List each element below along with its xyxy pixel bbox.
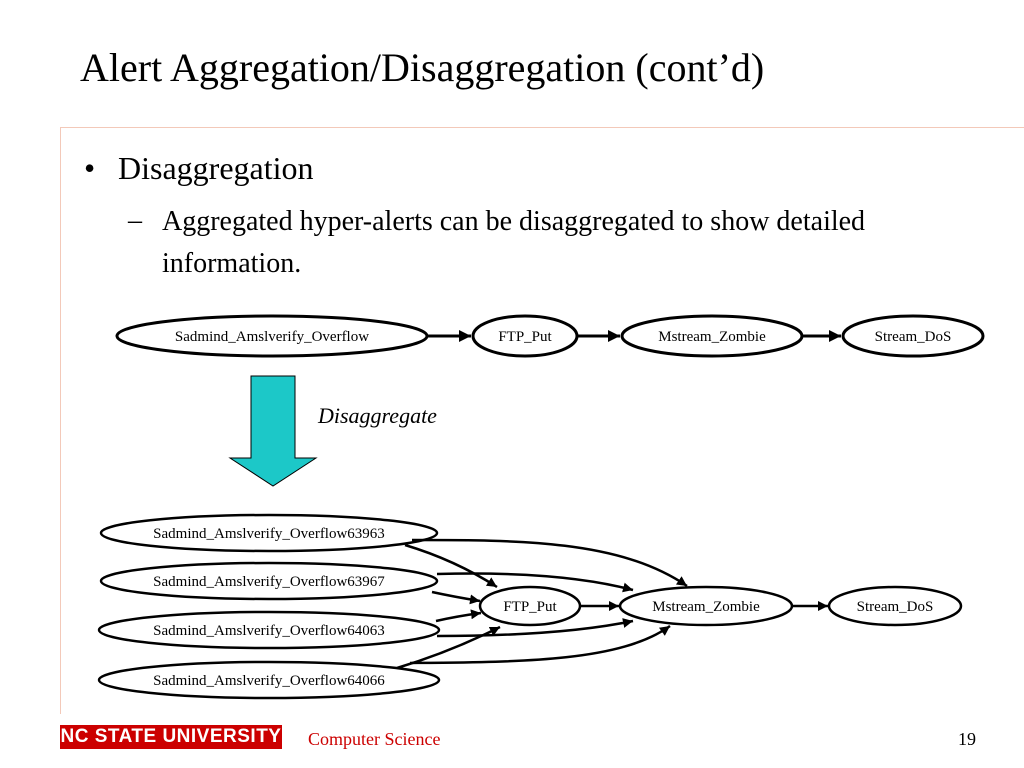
node-label: Stream_DoS bbox=[857, 599, 934, 615]
node-mstream-zombie: Mstream_Zombie bbox=[620, 314, 804, 358]
bullet-disaggregation: Disaggregation bbox=[118, 150, 314, 186]
edge-63967-ftp bbox=[431, 590, 481, 605]
sub-bullet-text: Aggregated hyper-alerts can be disaggreg… bbox=[162, 206, 866, 279]
title-divider bbox=[60, 127, 1024, 128]
node-sadmind: Sadmind_Amslverify_Overflow bbox=[115, 314, 429, 358]
disaggregated-graph: Sadmind_Amslverify_Overflow63963 Sadmind… bbox=[97, 513, 963, 700]
node-stream-dos: Stream_DoS bbox=[841, 314, 985, 358]
disaggregate-label: Disaggregate bbox=[317, 403, 437, 428]
nc-state-logo: NC STATE UNIVERSITY bbox=[60, 725, 282, 749]
aggregated-graph: Sadmind_Amslverify_Overflow FTP_Put Mstr… bbox=[115, 314, 985, 358]
edge-63963-ftp bbox=[404, 543, 498, 589]
page-number: 19 bbox=[958, 729, 976, 749]
node-label: Sadmind_Amslverify_Overflow63963 bbox=[153, 526, 385, 542]
left-rule bbox=[60, 128, 61, 714]
edge-63963-mstream bbox=[411, 538, 688, 588]
node-sadmind-64066: Sadmind_Amslverify_Overflow64066 bbox=[97, 660, 441, 700]
node-ftp-put: FTP_Put bbox=[471, 314, 579, 358]
node-label: Sadmind_Amslverify_Overflow64066 bbox=[153, 673, 385, 689]
node-label: Sadmind_Amslverify_Overflow bbox=[175, 329, 369, 345]
edge-64063-mstream bbox=[436, 618, 634, 638]
node-sadmind-64063: Sadmind_Amslverify_Overflow64063 bbox=[97, 610, 441, 650]
node-label: Mstream_Zombie bbox=[658, 329, 766, 345]
disaggregate-arrow bbox=[228, 375, 318, 487]
edge-64066-ftp bbox=[396, 625, 501, 670]
footer-department: Computer Science bbox=[308, 729, 441, 749]
node-mstream-zombie-detail: Mstream_Zombie bbox=[618, 585, 794, 627]
sub-bullet-marker: – bbox=[128, 205, 142, 236]
node-label: FTP_Put bbox=[503, 599, 557, 615]
node-stream-dos-detail: Stream_DoS bbox=[827, 585, 963, 627]
node-label: Mstream_Zombie bbox=[652, 599, 760, 615]
edge-64066-mstream bbox=[409, 624, 671, 665]
node-label: FTP_Put bbox=[498, 329, 552, 345]
node-sadmind-63963: Sadmind_Amslverify_Overflow63963 bbox=[99, 513, 439, 553]
node-sadmind-63967: Sadmind_Amslverify_Overflow63967 bbox=[99, 561, 439, 601]
slide-title: Alert Aggregation/Disaggregation (cont’d… bbox=[80, 45, 765, 90]
node-label: Sadmind_Amslverify_Overflow63967 bbox=[153, 574, 385, 590]
edge-64063-ftp bbox=[435, 609, 482, 623]
node-label: Stream_DoS bbox=[875, 329, 952, 345]
node-label: Sadmind_Amslverify_Overflow64063 bbox=[153, 623, 385, 639]
bullet-marker: • bbox=[84, 150, 96, 186]
node-ftp-put-detail: FTP_Put bbox=[478, 585, 582, 627]
edge-63967-mstream bbox=[436, 572, 634, 593]
